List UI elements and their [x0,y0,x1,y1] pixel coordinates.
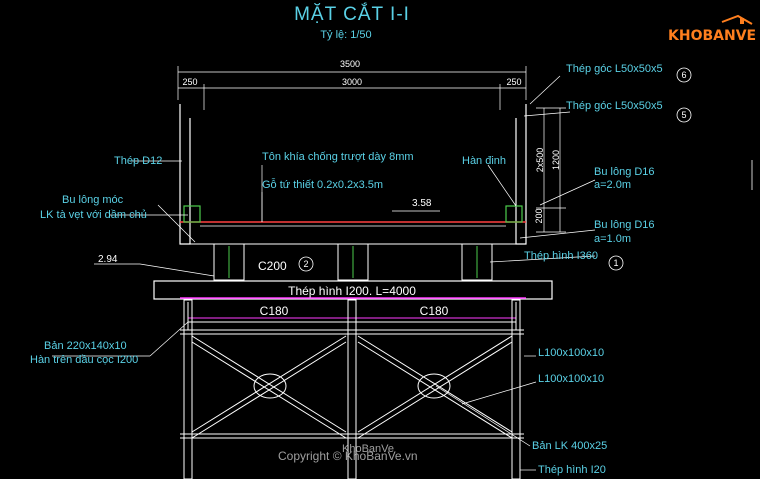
watermark-brand: KhoBanVe [342,443,394,455]
label-timber: Gỗ tứ thiết 0.2x0.2x3.5m [262,178,383,191]
label-bolt-d16-a: Bu lông D16 [594,166,655,178]
label-angle-6: Thép góc L50x50x5 [566,63,663,75]
dim-1200: 1200 [551,150,561,170]
i360-girders [213,243,493,281]
label-l100-b: L100x100x10 [538,373,604,385]
level-left: 2.94 [98,254,118,265]
markers [298,67,692,272]
top-dimensions [177,66,527,110]
label-steel-d12: Thép D12 [114,155,162,167]
leader-lines [52,75,596,471]
label-i20-bottom: Thép hình I20 [538,464,606,476]
label-plate-220: Bản 220x140x10 [44,340,127,352]
marker-1: 1 [613,258,618,268]
brand-logo-text: KHOBANVE [668,28,757,44]
level-deck: 3.58 [412,198,432,209]
drawing-title: MẶT CẮT I-I [294,3,410,25]
x-bracing [191,335,513,439]
marker-2: 2 [303,259,308,269]
house-icon [721,14,753,25]
drawing-scale: Tỷ lệ: 1/50 [320,29,371,41]
label-c180-left: C180 [260,304,289,318]
marker-5: 5 [681,110,686,120]
label-bolt-d16-b: Bu lông D16 [594,219,655,231]
label-bolt-d16-b-spacing: a=1.0m [594,233,631,245]
dim-2x500: 2x500 [535,148,545,173]
cap-beam-i200 [153,280,553,300]
label-plate-lk: Bản LK 400x25 [532,440,607,452]
dim-inner: 3000 [342,77,362,87]
label-hook-bolt: Bu lông móc [62,194,124,206]
label-c200: C200 [258,259,287,273]
label-weld-nail: Hàn đinh [462,155,506,167]
label-bolt-d16-a-spacing: a=2.0m [594,179,631,191]
deck [180,205,526,245]
height-dimensions [536,107,566,233]
brand-logo [660,14,756,54]
watermark-copyright: Copyright © KhoBanVe.vn [278,449,418,463]
label-hook-bolt-note: LK tà vẹt với dầm chủ [40,209,147,221]
railings [179,104,527,245]
label-i360: Thép hình I360 [524,250,598,262]
label-i200: Thép hình I200. L=4000 [288,284,416,298]
dim-right-edge: 250 [506,77,521,87]
label-plate-220-note: Hàn trên đầu cọc I200 [30,354,138,366]
label-c180-right: C180 [420,304,449,318]
dim-overall: 3500 [340,59,360,69]
dim-200: 200 [534,208,544,223]
marker-6: 6 [681,70,686,80]
c180-row [187,302,517,330]
dim-left-edge: 250 [182,77,197,87]
label-l100-a: L100x100x10 [538,347,604,359]
label-deck-plate: Tôn khía chống trượt dày 8mm [262,151,414,163]
label-angle-5: Thép góc L50x50x5 [566,100,663,112]
